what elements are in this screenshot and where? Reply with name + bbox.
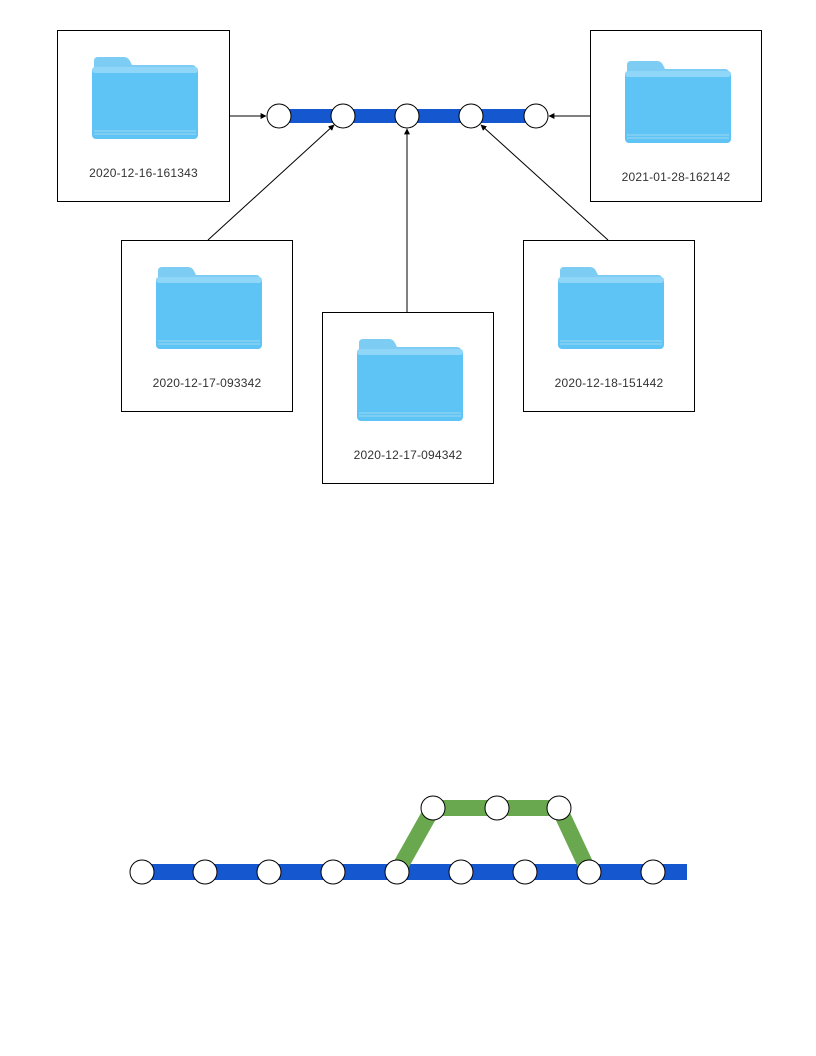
folder-label: 2020-12-16-161343: [89, 166, 198, 180]
commit-node: [256, 859, 282, 885]
folder-icon: [625, 61, 731, 143]
folder-label: 2020-12-18-151442: [554, 376, 664, 390]
commit-node: [394, 103, 420, 129]
commit-node: [512, 859, 538, 885]
commit-node: [192, 859, 218, 885]
folder-card-4: 2020-12-17-094342: [322, 312, 494, 484]
commit-node: [640, 859, 666, 885]
branch-commit-node: [546, 795, 572, 821]
connector-arrow-5: [480, 124, 609, 241]
folder-icon: [357, 339, 463, 421]
folder-label: 2020-12-17-093342: [152, 376, 262, 390]
branch-commit-node: [484, 795, 510, 821]
commit-node: [320, 859, 346, 885]
commit-node: [330, 103, 356, 129]
commit-node: [458, 103, 484, 129]
folder-icon: [92, 57, 198, 139]
folder-card-3: 2020-12-17-093342: [121, 240, 293, 412]
commit-node: [576, 859, 602, 885]
commit-node: [523, 103, 549, 129]
folder-label: 2020-12-17-094342: [353, 448, 463, 462]
folder-icon: [156, 267, 262, 349]
branch-commit-node: [420, 795, 446, 821]
folder-card-2: 2021-01-28-162142: [590, 30, 762, 202]
commit-node: [448, 859, 474, 885]
folder-icon: [558, 267, 664, 349]
connector-arrow-3: [207, 124, 335, 241]
folder-label: 2021-01-28-162142: [621, 170, 731, 184]
commit-node: [384, 859, 410, 885]
commit-node: [266, 103, 292, 129]
folder-card-5: 2020-12-18-151442: [523, 240, 695, 412]
commit-node: [129, 859, 155, 885]
folder-card-1: 2020-12-16-161343: [57, 30, 230, 202]
